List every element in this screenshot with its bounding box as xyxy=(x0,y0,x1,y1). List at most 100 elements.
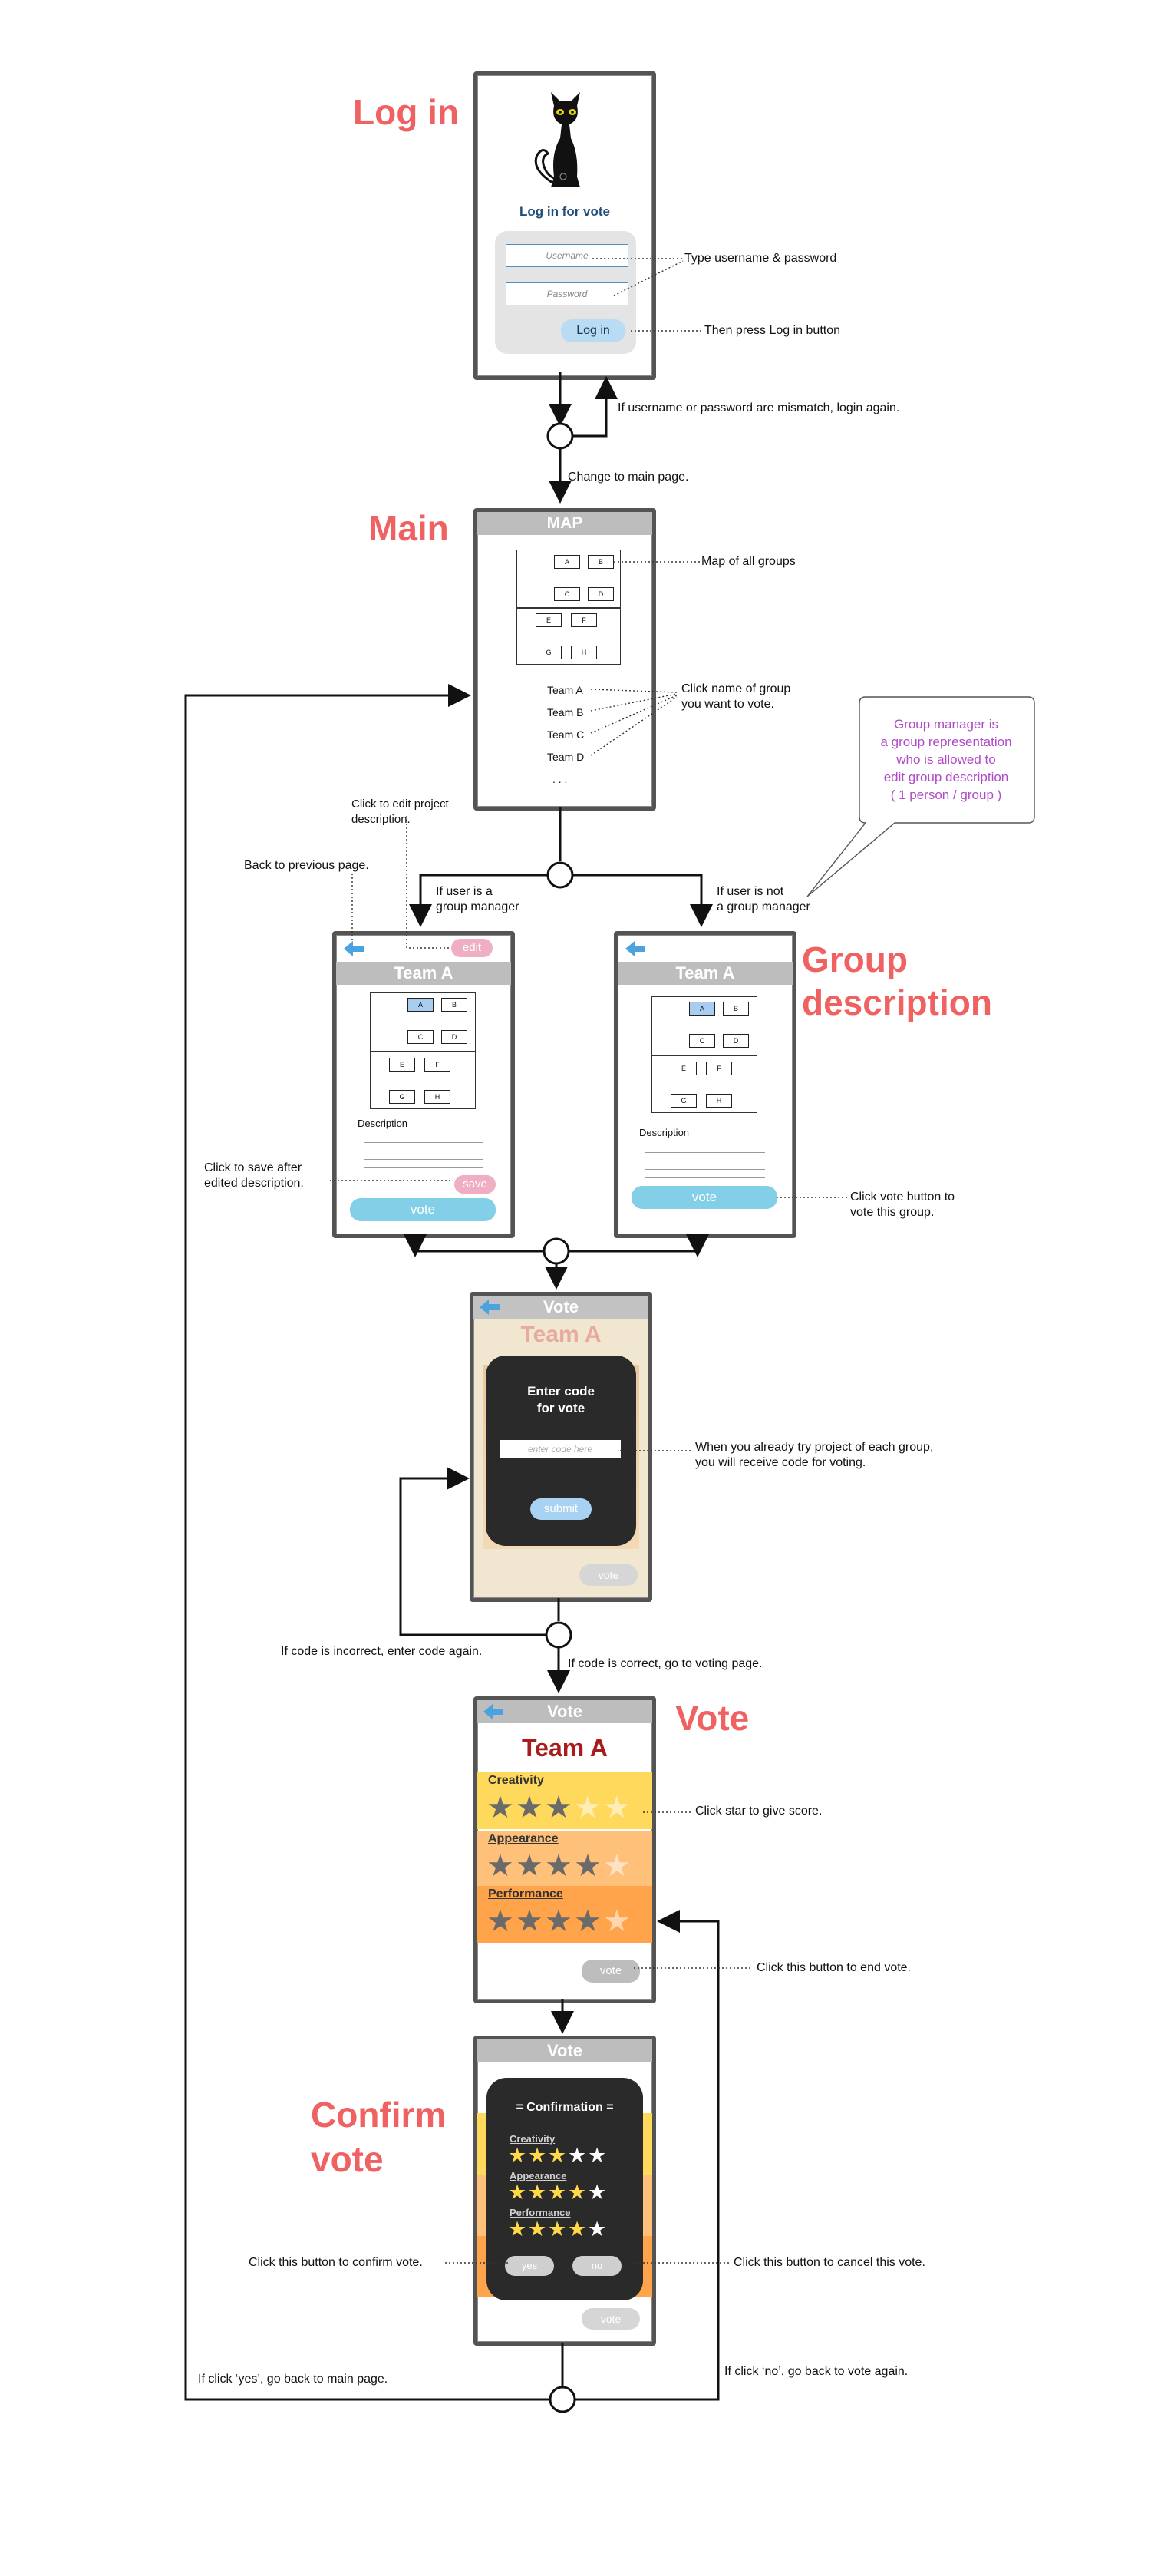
group-map-manager: A B C D E F G H xyxy=(370,992,476,1109)
map-cell[interactable]: F xyxy=(571,613,597,627)
team-link-d[interactable]: Team D xyxy=(547,751,585,763)
note-manager-info: Group manager is a group representation … xyxy=(880,717,1012,802)
username-input[interactable]: Username xyxy=(506,244,628,267)
map-cell: B xyxy=(723,1002,749,1016)
star-icon: ★ xyxy=(508,2218,527,2241)
score-row-0: Creativity★★★★★ xyxy=(477,1772,652,1829)
star-icon: ★ xyxy=(588,2218,607,2241)
enter-code-screen: Vote Team A Enter code for vote enter co… xyxy=(470,1292,652,1602)
back-arrow-icon[interactable] xyxy=(480,1300,500,1315)
note-click-group: Click name of group you want to vote. xyxy=(681,682,791,711)
save-button[interactable]: save xyxy=(454,1175,496,1194)
star-icon[interactable]: ★ xyxy=(486,1849,514,1883)
star-icon[interactable]: ★ xyxy=(516,1904,543,1938)
back-arrow-icon[interactable] xyxy=(344,941,364,956)
star-icon: ★ xyxy=(548,2181,567,2204)
star-icon[interactable]: ★ xyxy=(545,1791,572,1825)
submit-button[interactable]: submit xyxy=(530,1498,592,1520)
section-title-confirm-vote: Confirm vote xyxy=(311,2095,447,2179)
login-screen: Log in for vote Username Password Log in xyxy=(473,71,656,380)
group-screen-member: Team A A B C D E F G H Description vote xyxy=(614,931,796,1238)
map-cell: E xyxy=(389,1058,415,1072)
star-icon[interactable]: ★ xyxy=(516,1849,543,1883)
vote-button-disabled: vote xyxy=(582,2308,640,2330)
note-edit-project: Click to edit project description. xyxy=(351,798,449,826)
note-mismatch: If username or password are mismatch, lo… xyxy=(618,401,900,414)
note-if-manager: If user is a group manager xyxy=(436,885,519,913)
star-icon[interactable]: ★ xyxy=(574,1904,602,1938)
vote-button[interactable]: vote xyxy=(350,1198,496,1221)
map-cell[interactable]: C xyxy=(554,587,580,601)
star-icon[interactable]: ★ xyxy=(545,1904,572,1938)
section-title-login: Log in xyxy=(353,92,459,132)
map-cell[interactable]: E xyxy=(536,613,562,627)
group-map-member: A B C D E F G H xyxy=(651,996,757,1113)
back-arrow-icon[interactable] xyxy=(625,941,645,956)
star-icon[interactable]: ★ xyxy=(516,1791,543,1825)
map-cell[interactable]: G xyxy=(536,646,562,659)
description-line xyxy=(645,1177,765,1178)
vote-button[interactable]: vote xyxy=(632,1186,777,1209)
confirm-yes-button[interactable]: yes xyxy=(505,2256,554,2276)
end-vote-button[interactable]: vote xyxy=(582,1960,640,1983)
star-icon[interactable]: ★ xyxy=(574,1849,602,1883)
group-screen-manager: edit Team A A B C D E F G H Description … xyxy=(332,931,515,1238)
note-map-all: Map of all groups xyxy=(701,555,796,568)
more-teams-ellipsis: . . . xyxy=(552,773,568,785)
description-line xyxy=(645,1152,765,1153)
cat-logo-icon xyxy=(534,92,580,187)
star-icon[interactable]: ★ xyxy=(574,1791,602,1825)
star-icon: ★ xyxy=(528,2144,547,2167)
speech-bubble-shape xyxy=(806,696,1035,897)
section-title-vote: Vote xyxy=(675,1698,750,1738)
star-icon[interactable]: ★ xyxy=(603,1849,631,1883)
group-map: A B C D E F G H xyxy=(516,550,621,665)
confirm-modal: = Confirmation = Creativity★★★★★Appearan… xyxy=(486,2078,643,2300)
map-cell: H xyxy=(706,1094,732,1108)
map-cell[interactable]: D xyxy=(588,587,614,601)
map-cell[interactable]: A xyxy=(554,555,580,569)
note-save-after: Click to save after edited description. xyxy=(204,1161,304,1190)
map-cell: E xyxy=(671,1062,697,1075)
note-receive-code: When you already try project of each gro… xyxy=(695,1441,934,1469)
confirm-modal-title: = Confirmation = xyxy=(516,2101,614,2114)
code-input[interactable]: enter code here xyxy=(500,1440,621,1458)
map-cell[interactable]: H xyxy=(571,646,597,659)
map-cell: A xyxy=(407,998,434,1012)
team-link-b[interactable]: Team B xyxy=(547,706,584,718)
star-icon[interactable]: ★ xyxy=(603,1791,631,1825)
description-line xyxy=(364,1159,483,1160)
star-icon[interactable]: ★ xyxy=(603,1904,631,1938)
star-icon[interactable]: ★ xyxy=(545,1849,572,1883)
score-row-1: Appearance★★★★★ xyxy=(477,1831,652,1887)
confirm-category-label: Creativity xyxy=(510,2133,556,2145)
note-type-credentials: Type username & password xyxy=(684,252,837,265)
star-icon[interactable]: ★ xyxy=(486,1791,514,1825)
login-form-panel: Username Password Log in xyxy=(495,231,636,354)
star-icon[interactable]: ★ xyxy=(486,1904,514,1938)
star-icon: ★ xyxy=(548,2218,567,2241)
note-press-login: Then press Log in button xyxy=(704,324,841,337)
section-title-main: Main xyxy=(368,508,449,548)
map-cell[interactable]: B xyxy=(588,555,614,569)
star-icon: ★ xyxy=(588,2181,607,2204)
login-button[interactable]: Log in xyxy=(561,319,625,342)
star-icon: ★ xyxy=(568,2181,587,2204)
vote-button-disabled: vote xyxy=(579,1564,638,1586)
score-category-label: Performance xyxy=(488,1887,563,1901)
map-cell: A xyxy=(689,1002,715,1016)
note-click-vote-group: Click vote button to vote this group. xyxy=(850,1191,955,1219)
back-arrow-icon[interactable] xyxy=(483,1704,503,1719)
note-if-not-manager: If user is not a group manager xyxy=(717,885,810,913)
code-modal-title: Enter code for vote xyxy=(527,1384,595,1415)
team-link-c[interactable]: Team C xyxy=(547,728,585,741)
edit-button[interactable]: edit xyxy=(451,939,493,957)
password-input[interactable]: Password xyxy=(506,282,628,305)
team-link-a[interactable]: Team A xyxy=(547,684,583,696)
confirm-no-button[interactable]: no xyxy=(572,2256,622,2276)
note-code-incorrect: If code is incorrect, enter code again. xyxy=(281,1645,483,1658)
login-title: Log in for vote xyxy=(519,204,611,219)
note-no-back: If click ‘no’, go back to vote again. xyxy=(724,2365,909,2378)
main-header: MAP xyxy=(477,512,652,535)
note-change-main: Change to main page. xyxy=(568,471,689,484)
